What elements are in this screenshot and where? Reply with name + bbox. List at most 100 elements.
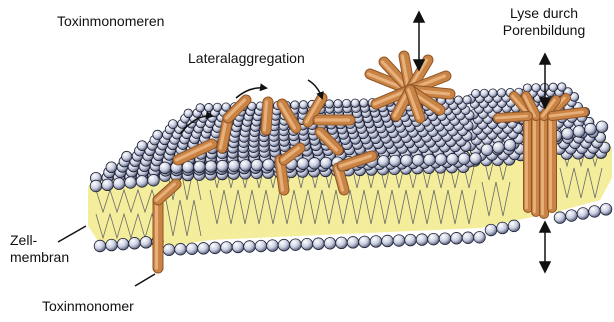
aggregation-arrow-2 — [236, 88, 266, 98]
lipid-head — [153, 130, 162, 139]
lipid-head — [102, 179, 114, 191]
lipid-head — [198, 243, 210, 255]
lipid-head — [125, 177, 137, 189]
lipid-head — [291, 101, 299, 109]
lipid-head — [573, 126, 585, 138]
lipid-head — [416, 234, 428, 246]
lipid-head — [94, 240, 106, 252]
lipid-head — [370, 236, 382, 248]
lipid-head — [137, 141, 147, 151]
lipid-head — [263, 159, 275, 171]
lipid-head — [470, 153, 482, 165]
lipid-head — [405, 234, 417, 246]
lipid-head — [244, 241, 256, 253]
lipid-head — [600, 204, 612, 216]
lipid-head — [435, 154, 447, 166]
lipid-head — [485, 224, 497, 236]
toxin-rod-highlight — [497, 116, 527, 118]
lipid-head — [412, 154, 424, 166]
label-cell-line1: Zell- — [10, 232, 69, 249]
lipid-head — [504, 139, 516, 151]
lipid-head — [163, 244, 175, 256]
lipid-head — [562, 128, 574, 140]
lipid-head — [480, 89, 488, 97]
lipid-head — [232, 241, 244, 253]
lipid-head — [401, 155, 413, 167]
lipid-head — [140, 237, 152, 249]
lipid-head — [320, 157, 332, 169]
lipid-head — [493, 142, 505, 154]
lipid-head — [301, 238, 313, 250]
lipid-head — [324, 237, 336, 249]
lipid-head — [336, 237, 348, 249]
lipid-head — [554, 212, 566, 224]
lipid-head — [342, 99, 350, 107]
lipid-head — [122, 151, 132, 161]
lipid-head — [228, 160, 240, 172]
lipid-head — [382, 235, 394, 247]
lipid-head — [136, 176, 148, 188]
lipid-head — [334, 100, 342, 108]
lipid-head — [290, 239, 302, 251]
lipid-head — [278, 239, 290, 251]
lipid-head — [424, 154, 436, 166]
lipid-head — [196, 104, 204, 112]
lipid-head — [589, 206, 601, 218]
label-lateral-aggregation: Lateralaggregation — [188, 50, 305, 67]
lipid-head — [106, 162, 117, 173]
label-toxin-monomer: Toxinmonomer — [42, 298, 134, 315]
lipid-head — [439, 233, 451, 245]
lipid-head — [255, 240, 267, 252]
toxin-leader-line — [135, 274, 155, 286]
lipid-head — [481, 144, 493, 156]
lipid-head — [463, 96, 471, 104]
lipid-head — [313, 238, 325, 250]
lipid-head — [351, 99, 359, 107]
lipid-head — [585, 123, 597, 135]
lipid-head — [113, 178, 125, 190]
lipid-head — [205, 103, 213, 111]
lipid-head — [497, 89, 505, 97]
label-lysis: Lyse durch Porenbildung — [484, 5, 604, 39]
lipid-head — [378, 155, 390, 167]
lipid-head — [194, 161, 206, 173]
lipid-head — [117, 238, 129, 250]
lipid-head — [474, 232, 486, 244]
lipid-head — [566, 210, 578, 222]
lipid-head — [299, 101, 307, 109]
lipid-head — [240, 160, 252, 172]
lipid-head — [159, 162, 171, 174]
lipid-head — [221, 242, 233, 254]
lipid-head — [347, 237, 359, 249]
lipid-head — [217, 160, 229, 172]
lipid-head — [267, 240, 279, 252]
lipid-head — [209, 242, 221, 254]
lipid-head — [451, 232, 463, 244]
lipid-head — [205, 161, 217, 173]
lipid-head — [532, 84, 540, 92]
lipid-head — [213, 103, 221, 111]
toxin-rod-highlight — [265, 102, 267, 130]
lipid-head — [360, 99, 368, 107]
lipid-head — [472, 89, 480, 97]
label-toxin-monomers: Toxinmonomeren — [57, 13, 164, 30]
lipid-head — [129, 237, 141, 249]
lipid-head — [558, 83, 566, 91]
lipid-head — [549, 83, 557, 91]
lipid-head — [577, 208, 589, 220]
label-lysis-line2: Porenbildung — [484, 22, 604, 39]
lipid-head — [168, 120, 177, 129]
lipid-head — [458, 153, 470, 165]
label-lysis-line1: Lyse durch — [484, 5, 604, 22]
lipid-head — [251, 159, 263, 171]
lipid-head — [428, 233, 440, 245]
lipid-head — [184, 109, 193, 118]
label-cell-membrane: Zell- membran — [10, 232, 69, 266]
lipid-head — [508, 220, 520, 232]
lipid-head — [106, 239, 118, 251]
lipid-head — [309, 158, 321, 170]
lipid-head — [389, 155, 401, 167]
lipid-head — [148, 174, 160, 186]
